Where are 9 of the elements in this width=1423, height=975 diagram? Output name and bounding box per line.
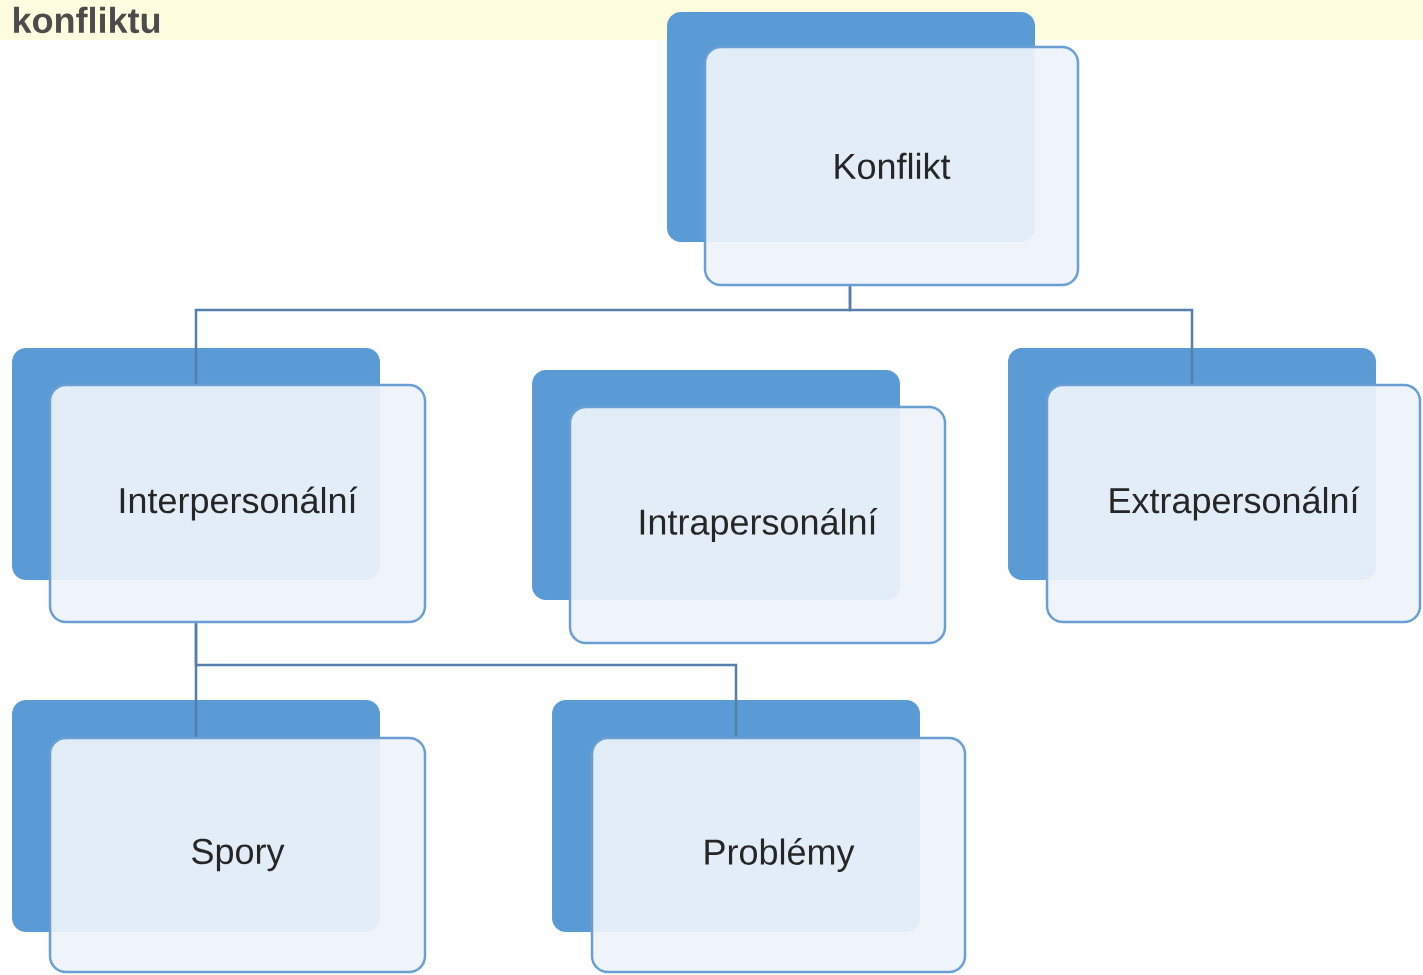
- title: konfliktu: [14, 6, 160, 34]
- org-box: Problémy: [552, 700, 967, 974]
- org-box: Extrapersonální: [1008, 348, 1422, 624]
- org-box: Konflikt: [667, 12, 1080, 287]
- org-box: Intrapersonální: [532, 370, 947, 645]
- connector-line: [848, 286, 1194, 384]
- org-box: Interpersonální: [12, 348, 427, 624]
- connector-line: [194, 623, 738, 737]
- org-box: Spory: [12, 700, 427, 974]
